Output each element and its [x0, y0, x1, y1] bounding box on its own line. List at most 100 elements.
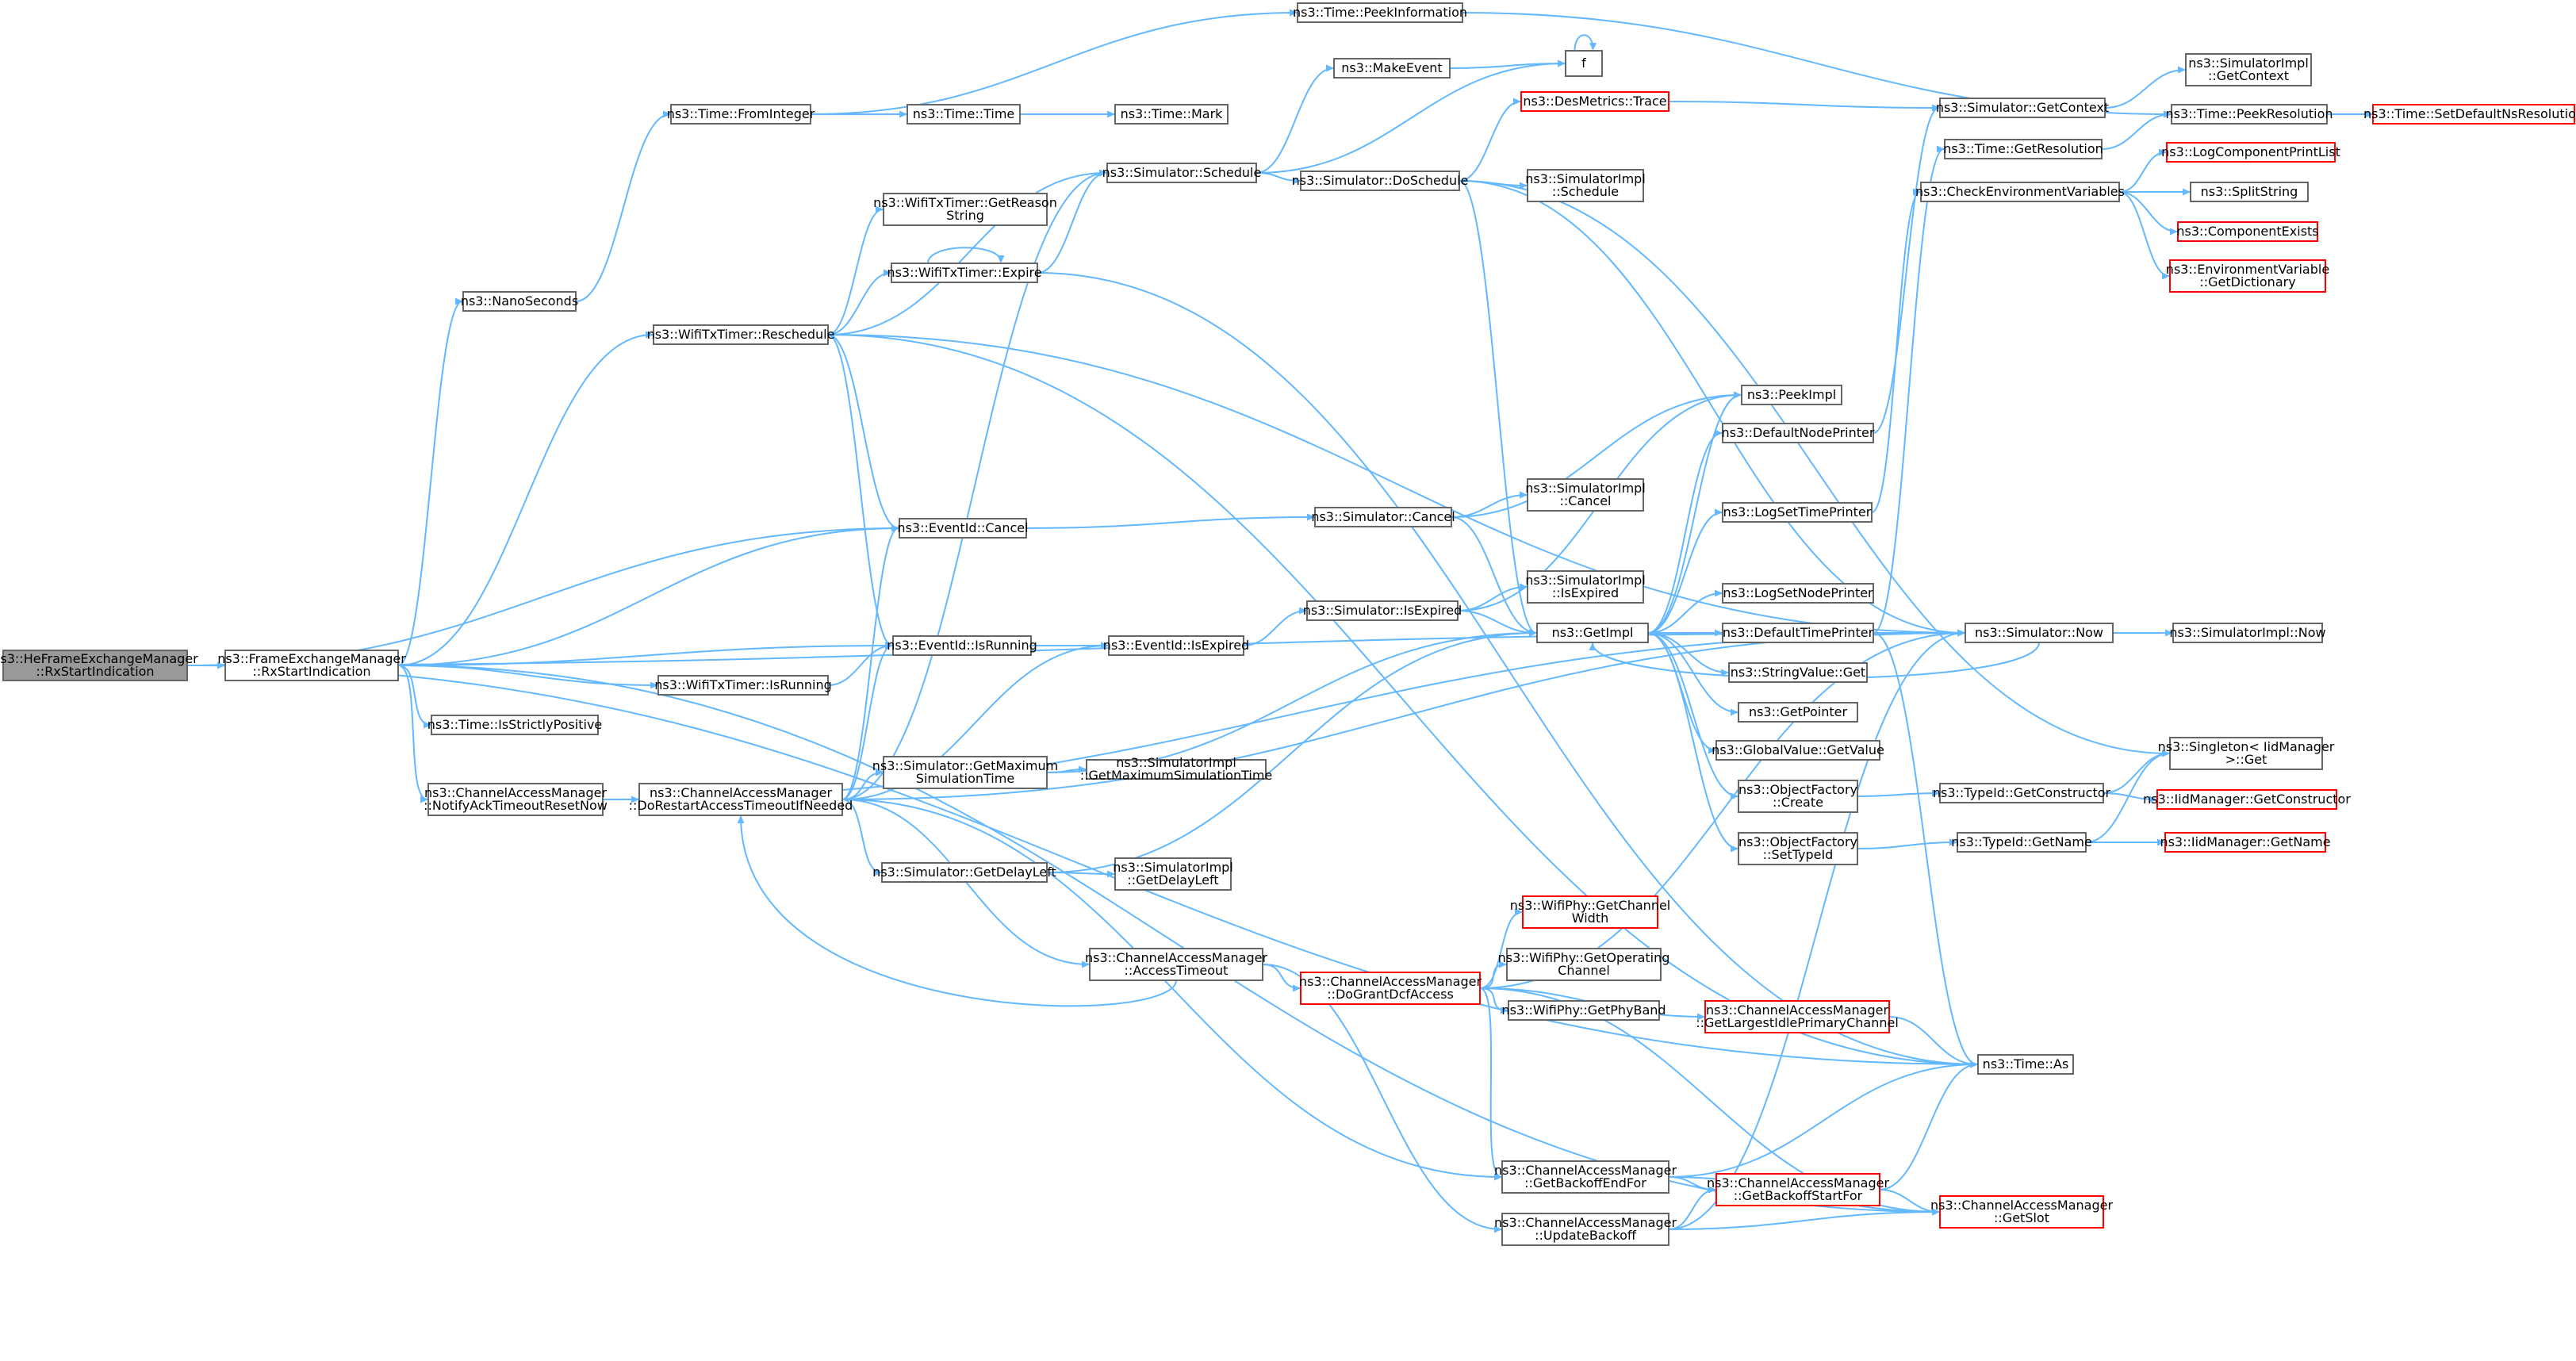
node-box	[891, 263, 1038, 283]
edge-cam-updatebackoff-to-cam-getslot	[1668, 1208, 1940, 1230]
edge-logsettimeprinter-to-checkenv	[1871, 188, 1921, 513]
node-box	[2177, 221, 2318, 242]
node-iidmanager-getconstructor[interactable]: ns3::IidManager::GetConstructor	[2143, 789, 2351, 810]
edge-time-time-to-time-mark	[1020, 110, 1115, 118]
node-componentexists[interactable]: ns3::ComponentExists	[2176, 221, 2319, 242]
node-cam-dorestart[interactable]: ns3::ChannelAccessManager::DoRestartAcce…	[629, 783, 853, 816]
node-box	[892, 635, 1032, 656]
node-sim-now[interactable]: ns3::Simulator::Now	[1965, 623, 2114, 643]
node-cam-accesstimeout[interactable]: ns3::ChannelAccessManager::AccessTimeout	[1085, 948, 1267, 981]
node-time-getresolution[interactable]: ns3::Time::GetResolution	[1943, 139, 2103, 159]
node-simimpl-schedule[interactable]: ns3::SimulatorImpl::Schedule	[1525, 169, 1646, 202]
node-time-time[interactable]: ns3::Time::Time	[907, 104, 1021, 125]
node-objectfactory-create[interactable]: ns3::ObjectFactory::Create	[1738, 780, 1858, 813]
node-box	[1300, 171, 1460, 191]
node-cam-getlargest[interactable]: ns3::ChannelAccessManager::GetLargestIdl…	[1696, 1000, 1899, 1033]
node-label: ns3::Singleton< IidManager	[2158, 739, 2335, 754]
node-nanoseconds[interactable]: ns3::NanoSeconds	[461, 291, 578, 312]
node-simimpl-cancel[interactable]: ns3::SimulatorImpl::Cancel	[1525, 478, 1646, 512]
node-cam-getbackoffend[interactable]: ns3::ChannelAccessManager::GetBackoffEnd…	[1494, 1160, 1677, 1194]
node-eventid-cancel[interactable]: ns3::EventId::Cancel	[897, 518, 1029, 539]
node-eventid-isrunning[interactable]: ns3::EventId::IsRunning	[887, 635, 1037, 656]
node-box	[1715, 1173, 1880, 1206]
node-root[interactable]: ns3::HeFrameExchangeManager::RxStartIndi…	[0, 650, 198, 681]
node-label: ns3::Simulator::IsExpired	[1303, 603, 1462, 618]
node-box	[2, 650, 188, 681]
node-sim-getcontext[interactable]: ns3::Simulator::GetContext	[1936, 98, 2109, 118]
node-wifiphy-getphyband[interactable]: ns3::WifiPhy::GetPhyBand	[1501, 1000, 1666, 1021]
node-stringvalue-get[interactable]: ns3::StringValue::Get	[1728, 662, 1868, 683]
node-cam-notify[interactable]: ns3::ChannelAccessManager::NotifyAckTime…	[424, 783, 608, 816]
node-label: ns3::LogSetTimePrinter	[1723, 504, 1872, 519]
node-time-setdefaultns[interactable]: ns3::Time::SetDefaultNsResolution	[2363, 104, 2576, 125]
node-simimpl-getmax[interactable]: ns3::SimulatorImpl::GetMaximumSimulation…	[1080, 755, 1273, 783]
node-label: ns3::Time::Mark	[1121, 106, 1224, 121]
edge-typeid-getconstructor-to-iidmanager-getconstructor	[2103, 792, 2157, 803]
node-box	[1728, 662, 1868, 683]
node-time-peekresolution[interactable]: ns3::Time::PeekResolution	[2165, 104, 2333, 125]
node-singleton-get[interactable]: ns3::Singleton< IidManager >::Get	[2158, 737, 2335, 770]
node-sim-cancel[interactable]: ns3::Simulator::Cancel	[1311, 507, 1455, 527]
node-checkenv[interactable]: ns3::CheckEnvironmentVariables	[1915, 182, 2125, 202]
node-simimpl-getdelayleft[interactable]: ns3::SimulatorImpl::GetDelayLeft	[1113, 857, 1233, 891]
node-from-integer[interactable]: ns3::Time::FromInteger	[667, 104, 815, 125]
node-iidmanager-getname[interactable]: ns3::IidManager::GetName	[2160, 832, 2331, 853]
node-label: ::UpdateBackoff	[1535, 1228, 1637, 1243]
node-f[interactable]: f	[1565, 50, 1603, 77]
edge-checkenv-to-splitstring	[2118, 188, 2191, 196]
node-make-event[interactable]: ns3::MakeEvent	[1333, 58, 1451, 79]
node-wifi-expire[interactable]: ns3::WifiTxTimer::Expire	[887, 263, 1042, 283]
node-getpointer[interactable]: ns3::GetPointer	[1738, 702, 1858, 723]
node-label: ns3::Time::As	[1983, 1056, 2069, 1072]
node-wifi-isrunning[interactable]: ns3::WifiTxTimer::IsRunning	[654, 675, 832, 696]
node-getimpl[interactable]: ns3::GetImpl	[1536, 623, 1649, 643]
node-label: ns3::GlobalValue::GetValue	[1712, 742, 1884, 757]
node-sim-schedule[interactable]: ns3::Simulator::Schedule	[1102, 163, 1262, 183]
node-label: ::IsExpired	[1552, 585, 1619, 600]
node-label: ns3::DesMetrics::Trace	[1523, 94, 1666, 109]
node-cam-getbackoffstart[interactable]: ns3::ChannelAccessManager::GetBackoffSta…	[1707, 1173, 1889, 1206]
node-eventid-isexpired[interactable]: ns3::EventId::IsExpired	[1103, 635, 1249, 656]
node-label: ns3::Simulator::Schedule	[1102, 165, 1262, 180]
node-logsetnodeprinter[interactable]: ns3::LogSetNodePrinter	[1722, 583, 1874, 604]
node-defaultnodeprinter[interactable]: ns3::DefaultNodePrinter	[1722, 423, 1875, 443]
node-time-strictpos[interactable]: ns3::Time::IsStrictlyPositive	[427, 715, 603, 735]
node-sim-getmax[interactable]: ns3::Simulator::GetMaximumSimulationTime	[872, 756, 1059, 789]
node-defaulttimeprinter[interactable]: ns3::DefaultTimePrinter	[1722, 623, 1874, 643]
node-time-as[interactable]: ns3::Time::As	[1977, 1054, 2074, 1075]
node-simimpl-isexpired[interactable]: ns3::SimulatorImpl::IsExpired	[1525, 570, 1646, 604]
node-sim-getdelayleft[interactable]: ns3::Simulator::GetDelayLeft	[872, 862, 1056, 883]
node-desmetrics-trace[interactable]: ns3::DesMetrics::Trace	[1520, 91, 1669, 112]
node-sim-isexpired[interactable]: ns3::Simulator::IsExpired	[1303, 600, 1462, 621]
edge-time-getresolution-to-time-peekresolution	[2101, 110, 2172, 150]
node-box	[1522, 895, 1658, 929]
node-cam-getslot[interactable]: ns3::ChannelAccessManager::GetSlot	[1930, 1195, 2113, 1229]
node-sim-doschedule[interactable]: ns3::Simulator::DoSchedule	[1292, 171, 1469, 191]
node-simimpl-getcontext[interactable]: ns3::SimulatorImpl::GetContext	[2185, 53, 2312, 86]
edge-typeid-getname-to-singleton-get	[2085, 750, 2170, 843]
node-simimpl-now[interactable]: ns3::SimulatorImpl::Now	[2169, 623, 2326, 643]
node-globalvalue-getvalue[interactable]: ns3::GlobalValue::GetValue	[1712, 740, 1884, 761]
node-peek-information[interactable]: ns3::Time::PeekInformation	[1293, 2, 1467, 23]
function-nodes: ns3::HeFrameExchangeManager::RxStartIndi…	[0, 2, 2576, 1246]
node-envvar-getdict[interactable]: ns3::EnvironmentVariable::GetDictionary	[2166, 259, 2329, 293]
node-objectfactory-settypeid[interactable]: ns3::ObjectFactory::SetTypeId	[1738, 832, 1858, 865]
node-logcomponentprintlist[interactable]: ns3::LogComponentPrintList	[2161, 142, 2340, 163]
node-label: ::RxStartIndication	[252, 664, 370, 679]
node-typeid-getname[interactable]: ns3::TypeId::GetName	[1951, 832, 2092, 853]
node-fem-rx[interactable]: ns3::FrameExchangeManager::RxStartIndica…	[217, 650, 406, 681]
node-wifi-reschedule[interactable]: ns3::WifiTxTimer::Reschedule	[647, 324, 835, 345]
node-box	[2166, 142, 2336, 163]
node-cam-updatebackoff[interactable]: ns3::ChannelAccessManager::UpdateBackoff	[1494, 1213, 1677, 1246]
node-logsettimeprinter[interactable]: ns3::LogSetTimePrinter	[1722, 502, 1873, 523]
node-label: ns3::Simulator::GetDelayLeft	[872, 865, 1056, 880]
node-label: ::Create	[1773, 795, 1823, 810]
node-peekimpl[interactable]: ns3::PeekImpl	[1741, 385, 1842, 405]
node-time-mark[interactable]: ns3::Time::Mark	[1114, 104, 1229, 125]
node-cam-dogrant[interactable]: ns3::ChannelAccessManager::DoGrantDcfAcc…	[1299, 972, 1482, 1005]
node-splitstring[interactable]: ns3::SplitString	[2190, 182, 2309, 202]
node-typeid-getconstructor[interactable]: ns3::TypeId::GetConstructor	[1933, 783, 2111, 803]
